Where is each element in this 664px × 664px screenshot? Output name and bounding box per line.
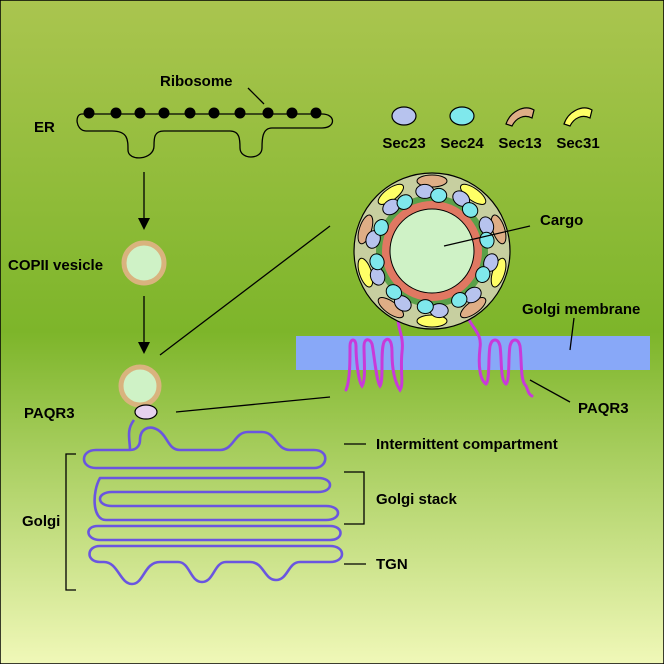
paqr3-right-leader [529,379,571,403]
ribosome-group [83,107,322,119]
golgi-cisternae [82,419,344,586]
tgn-label: TGN [376,556,408,573]
ribosome-leader [247,87,265,105]
legend-label: Sec24 [440,135,484,152]
intermittent-compartment [82,426,327,470]
paqr3-label-left: PAQR3 [24,405,75,422]
cargo-label: Cargo [540,212,583,229]
ribosome-dot [286,107,298,119]
legend: Sec23 Sec24 Sec13 Sec31 [382,106,600,152]
copii-vesicle-label: COPII vesicle [8,257,103,274]
legend-item-sec24: Sec24 [440,106,484,152]
arrow-er-to-vesicle [138,172,150,230]
legend-label: Sec23 [382,135,425,152]
legend-label: Sec13 [498,135,541,152]
sec24-subunit [430,187,448,203]
zoom-line-lower [175,396,331,413]
legend-swatch [391,106,417,126]
golgi-stack-cisterna-2 [87,524,342,542]
sec24-subunit [451,292,468,308]
er-label: ER [34,119,55,136]
legend-item-sec13: Sec13 [498,107,542,152]
paqr3-label-right: PAQR3 [578,400,629,417]
sec24-subunit [461,202,479,218]
arrow-vesicle-to-golgi [138,296,150,354]
sec24-subunit [416,299,434,315]
golgi-membrane-leader [569,317,575,351]
golgi-bracket [65,453,76,591]
ribosome-label: Ribosome [160,73,233,90]
sec24-subunit [396,194,413,210]
paqr3-transmembrane [344,316,534,398]
golgi-stack-bracket [344,471,365,525]
zoom-line-upper [159,225,331,356]
sec24-subunit [373,219,389,236]
ribosome-dot [158,107,170,119]
sec24-subunit [475,266,491,283]
golgi-stack-label: Golgi stack [376,491,458,508]
legend-item-sec23: Sec23 [382,106,426,152]
legend-label: Sec31 [556,135,599,152]
ribosome-dot [208,107,220,119]
ribosome-dot [134,107,146,119]
legend-item-sec31: Sec31 [556,107,600,152]
ribosome-dot [184,107,196,119]
tgn-network [88,544,344,586]
legend-swatch [505,107,535,127]
ribosome-dot [262,107,274,119]
ribosome-dot [110,107,122,119]
er-membrane [76,113,334,159]
cargo-leader [443,225,531,247]
intermittent-label: Intermittent compartment [376,436,558,453]
ribosome-dot [310,107,322,119]
legend-swatch [449,106,475,126]
golgi-neck [127,419,136,451]
ribosome-dot [83,107,95,119]
copii-vesicle-docked [118,364,162,408]
golgi-membrane-label: Golgi membrane [522,301,640,318]
copii-coat-zoom [353,172,511,330]
ribosome-dot [234,107,246,119]
copii-vesicle [121,240,167,286]
sec24-subunit [385,284,403,300]
legend-swatch [563,107,593,127]
paqr3-protein [134,404,158,420]
golgi-stack-cisterna-1 [93,476,340,522]
sec24-subunit [369,253,385,271]
cargo-lumen [389,208,475,294]
golgi-label: Golgi [22,513,60,530]
